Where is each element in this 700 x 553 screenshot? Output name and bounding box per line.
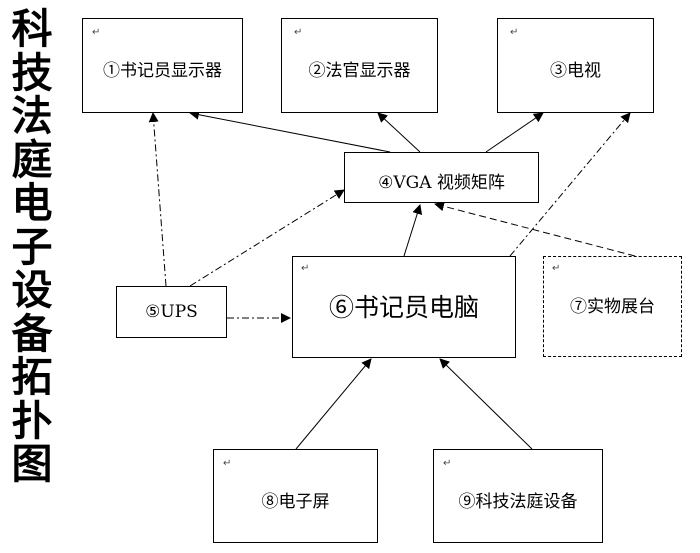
node-electronic-screen: ↵ ⑧电子屏 [213,449,378,543]
title-char: 电 [11,179,53,227]
node-label: ⑨科技法庭设备 [458,492,578,512]
node-label: ①书记员显示器 [103,61,222,81]
edge-n4-to-n2 [377,112,421,153]
node-court-equipment: ↵ ⑨科技法庭设备 [433,449,603,543]
node-label: ⑥书记员电脑 [328,293,479,322]
title-char: 子 [11,222,53,271]
edge-n9-to-n6 [439,358,533,450]
node-clerk-computer: ↵ ⑥书记员电脑 [292,256,516,358]
paragraph-mark: ↵ [552,263,561,274]
paragraph-mark: ↵ [294,27,303,38]
node-document-camera: ↵ ⑦实物展台 [543,256,682,357]
edge-n7-to-n4 [434,201,636,257]
edge-n5-to-n4 [189,189,345,287]
title-char: 扑 [11,396,53,445]
paragraph-mark: ↵ [301,263,310,274]
node-label: ⑧电子屏 [261,492,330,512]
title-char: 科 [11,5,53,53]
edge-n6-to-n4 [403,204,423,257]
node-vga-matrix: ④VGA 视频矩阵 [344,152,539,203]
node-tv: ↵ ③电视 [497,18,654,113]
node-judge-monitor: ↵ ②法官显示器 [281,18,438,113]
title-char: 图 [11,440,53,488]
edge-n4-to-n3 [485,112,544,153]
title-char: 法 [11,92,53,140]
node-ups: ⑤UPS [116,286,227,338]
edge-n4-to-n1 [189,109,391,153]
edge-n6-to-n3 [509,112,631,257]
node-label: ③电视 [550,61,601,81]
title-char: 庭 [11,135,53,184]
title-char: 备 [11,309,53,358]
node-label: ②法官显示器 [308,61,411,81]
paragraph-mark: ↵ [510,27,519,38]
title-char: 拓 [11,353,53,401]
node-label: ④VGA 视频矩阵 [378,173,505,193]
paragraph-mark: ↵ [223,458,232,469]
paragraph-mark: ↵ [443,458,452,469]
paragraph-mark: ↵ [92,27,101,38]
title-char: 技 [11,48,53,97]
edge-n5-to-n1 [148,112,167,287]
edge-n8-to-n6 [295,358,372,450]
node-label: ⑤UPS [145,302,198,322]
title-char: 设 [11,266,53,314]
node-label: ⑦实物展台 [570,297,655,317]
vertical-title: 科 技 法 庭 电 子 设 备 拓 扑 图 [6,5,58,488]
node-clerk-monitor: ↵ ①书记员显示器 [82,18,243,113]
